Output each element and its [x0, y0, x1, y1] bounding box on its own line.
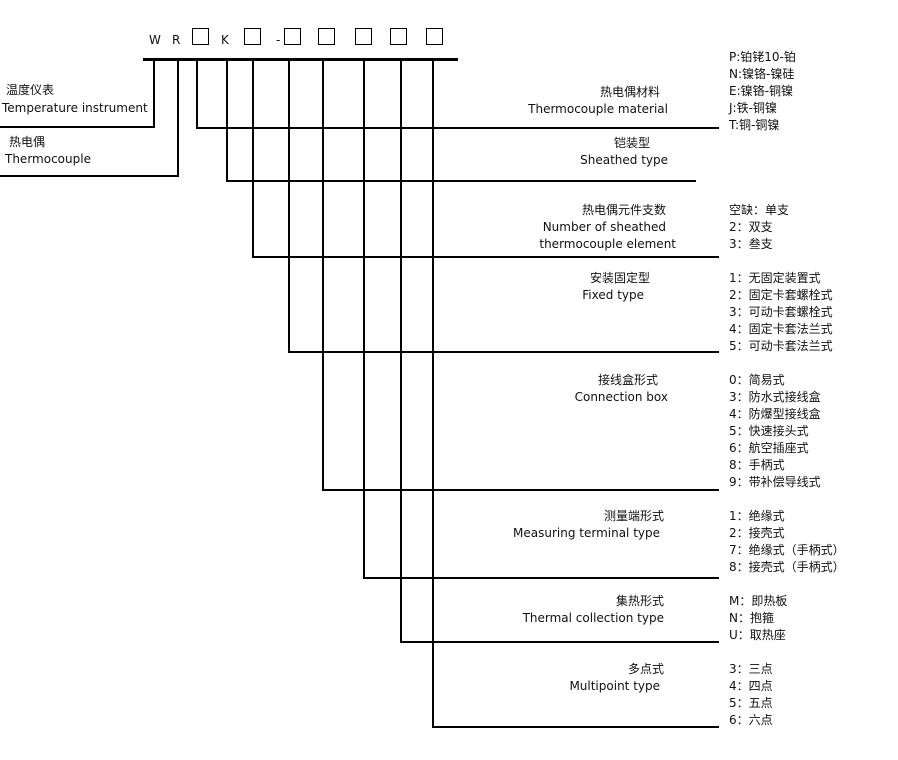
option-item: 9：带补偿导线式 — [729, 475, 821, 489]
code-box-1 — [192, 28, 209, 45]
row-multipoint-zh: 多点式 — [627, 662, 664, 676]
row-fixed-en: Fixed type — [582, 288, 644, 302]
temperature-instrument-zh: 温度仪表 — [6, 83, 55, 97]
option-item: 1：绝缘式 — [729, 509, 785, 523]
connector-w-horizontal — [0, 126, 155, 128]
options-fixed: 1：无固定装置式 2：固定卡套螺栓式 3：可动卡套螺栓式 4：固定卡套法兰式 5… — [729, 270, 833, 355]
connector-box1-horizontal — [196, 127, 719, 129]
option-item: U：取热座 — [729, 628, 786, 642]
connector-box3-horizontal — [288, 351, 719, 353]
row-measuring-en: Measuring terminal type — [513, 526, 660, 540]
row-element-count-zh: 热电偶元件支数 — [581, 203, 666, 217]
option-item: T:铜-铜镍 — [729, 118, 780, 132]
connector-box2-vertical — [252, 60, 254, 258]
connector-box5-vertical — [363, 60, 365, 579]
connector-box6-horizontal — [400, 641, 719, 643]
connector-box3-vertical — [288, 60, 290, 353]
code-letter-k: K — [221, 33, 229, 47]
option-item: 5：五点 — [729, 696, 773, 710]
option-item: E:镍铬-铜镍 — [729, 84, 793, 98]
option-item: 2：双支 — [729, 220, 773, 234]
option-item: 5：快速接头式 — [729, 424, 809, 438]
row-sheathed-en: Sheathed type — [580, 153, 668, 167]
connector-k-vertical — [226, 60, 228, 182]
option-item: M：即热板 — [729, 594, 788, 608]
option-item: 8：手柄式 — [729, 458, 785, 472]
option-item: 3：叁支 — [729, 237, 773, 251]
option-item: 6：航空插座式 — [729, 441, 809, 455]
code-box-4 — [318, 28, 335, 45]
connector-box4-horizontal — [322, 489, 719, 491]
option-item: 4：防爆型接线盒 — [729, 407, 821, 421]
row-connection-en: Connection box — [574, 390, 668, 404]
options-thermal: M：即热板 N：抱箍 U：取热座 — [729, 593, 787, 644]
row-material-en: Thermocouple material — [528, 102, 668, 116]
row-element-count-en2: thermocouple element — [539, 237, 676, 251]
options-element-count: 空缺：单支 2：双支 3：叁支 — [729, 202, 789, 253]
option-item: 3：可动卡套螺栓式 — [729, 305, 833, 319]
option-item: 8：接壳式（手柄式） — [729, 560, 845, 574]
options-connection: 0：简易式 3：防水式接线盒 4：防爆型接线盒 5：快速接头式 6：航空插座式 … — [729, 372, 821, 491]
option-item: 4：四点 — [729, 679, 773, 693]
connector-box6-vertical — [400, 60, 402, 643]
code-box-3 — [284, 28, 301, 45]
options-multipoint: 3：三点 4：四点 5：五点 6：六点 — [729, 661, 773, 729]
connector-box5-horizontal — [363, 577, 719, 579]
code-letter-r: R — [172, 33, 181, 47]
row-material-zh: 热电偶材料 — [599, 85, 660, 99]
code-box-5 — [355, 28, 372, 45]
option-item: 空缺：单支 — [729, 203, 790, 217]
code-box-6 — [390, 28, 407, 45]
connector-r-vertical — [177, 60, 179, 177]
connector-r-horizontal — [0, 175, 179, 177]
row-element-count-en: Number of sheathed — [542, 220, 666, 234]
thermocouple-zh: 热电偶 — [9, 135, 46, 149]
connector-k-horizontal — [226, 180, 696, 182]
thermocouple-en: Thermocouple — [5, 152, 91, 166]
connector-w-vertical — [153, 60, 155, 128]
temperature-instrument-en: Temperature instrument — [2, 101, 148, 115]
option-item: J:铁-铜镍 — [729, 101, 777, 115]
option-item: 2：固定卡套螺栓式 — [729, 288, 833, 302]
connector-box2-horizontal — [252, 256, 719, 258]
row-sheathed-zh: 铠装型 — [613, 136, 650, 150]
connector-box4-vertical — [322, 60, 324, 491]
code-box-2 — [244, 28, 261, 45]
option-item: 7：绝缘式（手柄式） — [729, 543, 845, 557]
row-thermal-zh: 集热形式 — [615, 594, 664, 608]
row-measuring-zh: 测量端形式 — [603, 509, 664, 523]
option-item: 3：三点 — [729, 662, 773, 676]
options-measuring: 1：绝缘式 2：接壳式 7：绝缘式（手柄式） 8：接壳式（手柄式） — [729, 508, 845, 576]
option-item: N：抱箍 — [729, 611, 774, 625]
option-item: 5：可动卡套法兰式 — [729, 339, 833, 353]
row-multipoint-en: Multipoint type — [569, 679, 660, 693]
row-thermal-en: Thermal collection type — [522, 611, 664, 625]
option-item: 0：简易式 — [729, 373, 785, 387]
row-connection-zh: 接线盒形式 — [597, 373, 658, 387]
option-item: 6：六点 — [729, 713, 773, 727]
connector-box1-vertical — [196, 60, 198, 129]
options-material: P:铂铑10-铂 N:镍铬-镍硅 E:镍铬-铜镍 J:铁-铜镍 T:铜-铜镍 — [729, 49, 796, 134]
connector-box7-vertical — [432, 60, 434, 728]
code-top-bar — [143, 58, 458, 61]
option-item: P:铂铑10-铂 — [729, 50, 796, 64]
option-item: 3：防水式接线盒 — [729, 390, 821, 404]
code-box-7 — [426, 28, 443, 45]
code-dash: - — [276, 33, 281, 47]
row-fixed-zh: 安装固定型 — [589, 271, 650, 285]
option-item: 4：固定卡套法兰式 — [729, 322, 833, 336]
code-letter-w: W — [149, 33, 161, 47]
connector-box7-horizontal — [432, 726, 719, 728]
option-item: N:镍铬-镍硅 — [729, 67, 795, 81]
option-item: 1：无固定装置式 — [729, 271, 821, 285]
option-item: 2：接壳式 — [729, 526, 785, 540]
